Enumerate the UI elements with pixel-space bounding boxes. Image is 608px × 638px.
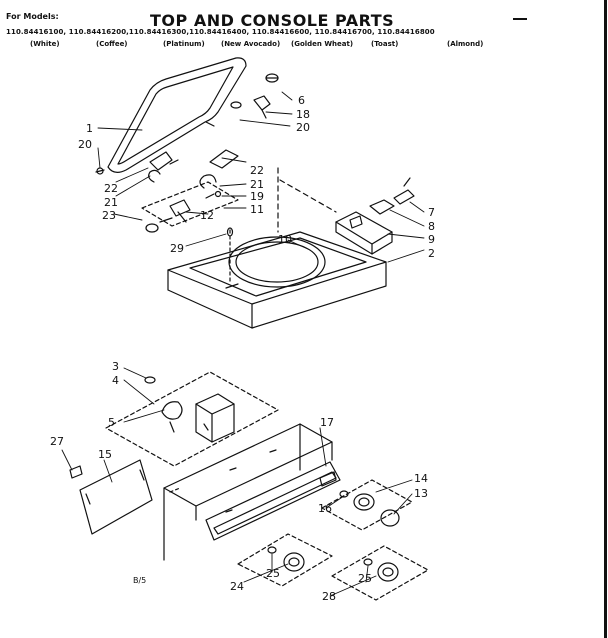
callout-29: 29 [170,242,184,255]
callout-20b: 20 [296,121,310,134]
callout-22b: 22 [104,182,118,195]
callout-2: 2 [428,247,435,260]
callout-12: 12 [200,209,214,222]
page-title: TOP AND CONSOLE PARTS [150,11,395,30]
callout-9: 9 [428,233,435,246]
corner-tick-mark [513,18,527,20]
callout-6: 6 [298,94,305,107]
lid-switch-bracket [199,149,239,199]
callout-20a: 20 [78,138,92,151]
switch-assembly-right [335,177,415,255]
panel-clip [69,465,83,479]
leader-lines [61,91,425,597]
callout-13: 13 [414,487,428,500]
console-body [163,423,333,561]
callout-1: 1 [86,122,93,135]
color-white: (White) [30,40,60,48]
callout-25b: 25 [358,572,372,585]
callout-28: 28 [322,590,336,603]
color-toast: (Toast) [371,40,399,48]
lid-hinge-hardware [205,73,279,127]
page-code: B/5 [133,576,147,585]
knob-group-bottom [331,545,429,601]
callout-17: 17 [320,416,334,429]
model-numbers: 110.84416100, 110.84416200,110.84416300,… [6,28,435,36]
knob-group-right [321,479,413,531]
callout-21b: 21 [104,196,118,209]
color-golden-wheat: (Golden Wheat) [291,40,354,48]
construction-lines [277,167,337,233]
color-platinum: (Platinum) [163,40,205,48]
callout-18: 18 [296,108,310,121]
callout-8: 8 [428,220,435,233]
callout-19: 19 [250,190,264,203]
callout-11: 11 [250,203,264,216]
scan-edge-bar [604,0,607,638]
callout-24: 24 [230,580,244,593]
callout-15: 15 [98,448,112,461]
callout-10: 10 [278,233,292,246]
callout-27: 27 [50,435,64,448]
callout-21a: 21 [250,178,264,191]
lid-switch-group [141,181,239,233]
lid-part [107,57,247,173]
callout-numbers: 1 20 6 18 20 22 21 19 11 12 23 22 21 29 … [50,94,435,603]
color-coffee: (Coffee) [96,40,128,48]
callout-23: 23 [102,209,116,222]
color-new-avocado: (New Avocado) [221,40,281,48]
for-models-label: For Models: [6,12,59,21]
timer-group [105,371,279,467]
rear-access-panel [79,459,153,535]
callout-22a: 22 [250,164,264,177]
knob-group-left [237,533,333,587]
callout-3: 3 [112,360,119,373]
callout-25a: 25 [266,567,280,580]
top-panel-part [167,227,387,329]
callout-5: 5 [108,416,115,429]
callout-14: 14 [414,472,428,485]
callout-4: 4 [112,374,119,387]
callout-16: 16 [318,502,332,515]
console-panel [205,461,341,541]
callout-7: 7 [428,206,435,219]
color-almond: (Almond) [447,40,484,48]
